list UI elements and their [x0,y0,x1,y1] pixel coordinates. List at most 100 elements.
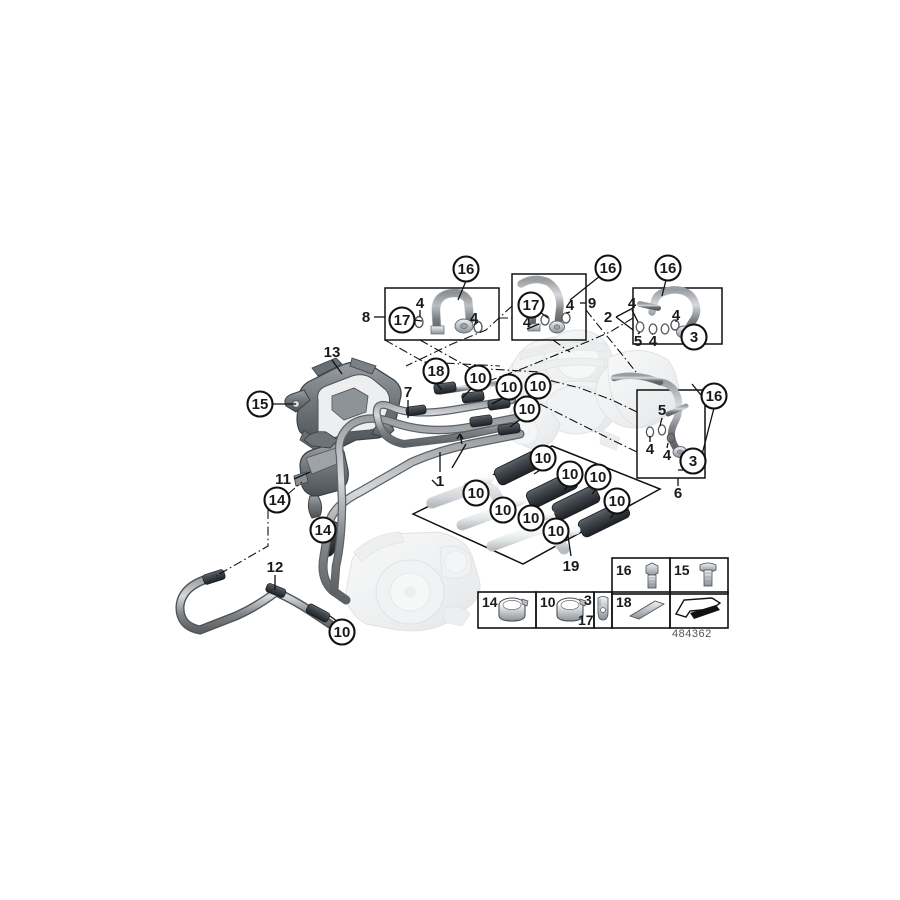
callout-bubble [700,382,728,410]
callout-label: 17 [523,297,540,314]
callout-label: 10 [530,378,547,395]
callout-bubble [584,463,612,491]
direction-arrow-icon [674,597,722,619]
callout-10[interactable]: 10 [603,487,631,515]
callout-10[interactable]: 10 [462,479,490,507]
callout-bubble [680,323,708,351]
callout-10[interactable]: 10 [524,372,552,400]
legend-label-17: 17 [578,612,594,628]
callout-10[interactable]: 10 [495,373,523,401]
callout-label: 4 [628,295,637,312]
callout-10[interactable]: 10 [542,517,570,545]
callout-2[interactable]: 2 [604,309,612,326]
callout-10[interactable]: 10 [328,618,356,646]
callout-10[interactable]: 10 [584,463,612,491]
callout-16[interactable]: 16 [700,382,728,410]
callout-label: 3 [690,329,698,346]
callout-10[interactable]: 10 [529,444,557,472]
callout-label: 17 [394,312,411,329]
callout-6[interactable]: 6 [674,485,682,502]
callout-bubble [679,447,707,475]
callout-bubble [422,357,450,385]
callout-14[interactable]: 14 [263,486,291,514]
callout-4[interactable]: 4 [649,333,658,350]
callout-label: 5 [658,402,666,419]
callout-bubble [524,372,552,400]
hose-clamp-icon-14 [498,597,529,622]
callout-label: 4 [416,295,425,312]
callout-10[interactable]: 10 [464,364,492,392]
callout-bubble [464,364,492,392]
callout-1[interactable]: 1 [436,473,444,490]
callout-4[interactable]: 4 [628,295,637,312]
banjo-bolt-icon [597,596,609,621]
callout-10[interactable]: 10 [489,496,517,524]
callout-16[interactable]: 16 [594,254,622,282]
callout-7[interactable]: 7 [404,384,412,401]
callout-17[interactable]: 17 [517,291,545,319]
callout-12[interactable]: 12 [267,559,284,576]
callout-label: 5 [634,333,642,350]
callout-label: 18 [428,363,445,380]
legend-label-14: 14 [482,594,498,610]
callout-15[interactable]: 15 [246,390,274,418]
callout-10[interactable]: 10 [556,460,584,488]
callout-label: 10 [470,370,487,387]
callout-16[interactable]: 16 [654,254,682,282]
callout-label: 1 [436,473,444,490]
callout-5[interactable]: 5 [634,333,642,350]
callout-label: 12 [267,559,284,576]
callout-label: 6 [674,485,682,502]
callout-3[interactable]: 3 [679,447,707,475]
legend-label-10: 10 [540,594,556,610]
callout-4[interactable]: 4 [523,314,532,331]
callout-label: 11 [275,471,291,488]
callout-19[interactable]: 19 [563,558,580,575]
callout-label: 10 [590,469,607,486]
engine-block-ghost [345,531,481,632]
coupler-sleeves [405,381,521,436]
flange-bolt-icon [699,562,717,587]
legend-label-18: 18 [616,594,632,610]
callout-4[interactable]: 4 [566,297,575,314]
callout-17[interactable]: 17 [388,306,416,334]
callout-4[interactable]: 4 [416,295,425,312]
part-16-pipe-right [610,372,664,386]
callout-label: 10 [468,485,485,502]
legend-cell-arrow [669,591,729,629]
flat-strip-icon [629,600,665,620]
callout-label: 10 [548,523,565,540]
callout-18[interactable]: 18 [422,357,450,385]
callout-4[interactable]: 4 [470,310,479,327]
callout-3[interactable]: 3 [680,323,708,351]
callout-14[interactable]: 14 [309,516,337,544]
callout-8[interactable]: 8 [362,309,370,326]
part-8-assembly [414,288,483,335]
part-12-hose [175,569,335,635]
callout-13[interactable]: 13 [324,344,341,361]
callout-9[interactable]: 9 [588,295,596,312]
callout-4[interactable]: 4 [672,307,681,324]
callout-4[interactable]: 4 [663,447,672,464]
callout-10[interactable]: 10 [513,395,541,423]
callout-label: 4 [523,314,532,331]
callout-bubble [654,254,682,282]
callout-5[interactable]: 5 [658,402,666,419]
callout-label: 10 [562,466,579,483]
callout-10[interactable]: 10 [517,504,545,532]
hose-clamp-icon-10 [556,597,587,622]
callout-11[interactable]: 11 [275,471,291,488]
callout-4[interactable]: 4 [646,441,655,458]
callout-bubble [517,291,545,319]
callout-bubble [513,395,541,423]
callout-label: 13 [324,344,341,361]
callout-label: 16 [706,388,723,405]
callout-bubble [529,444,557,472]
callout-16[interactable]: 16 [452,255,480,283]
legend-label-16: 16 [616,562,632,578]
callout-bubble [246,390,274,418]
callout-label: 10 [495,502,512,519]
